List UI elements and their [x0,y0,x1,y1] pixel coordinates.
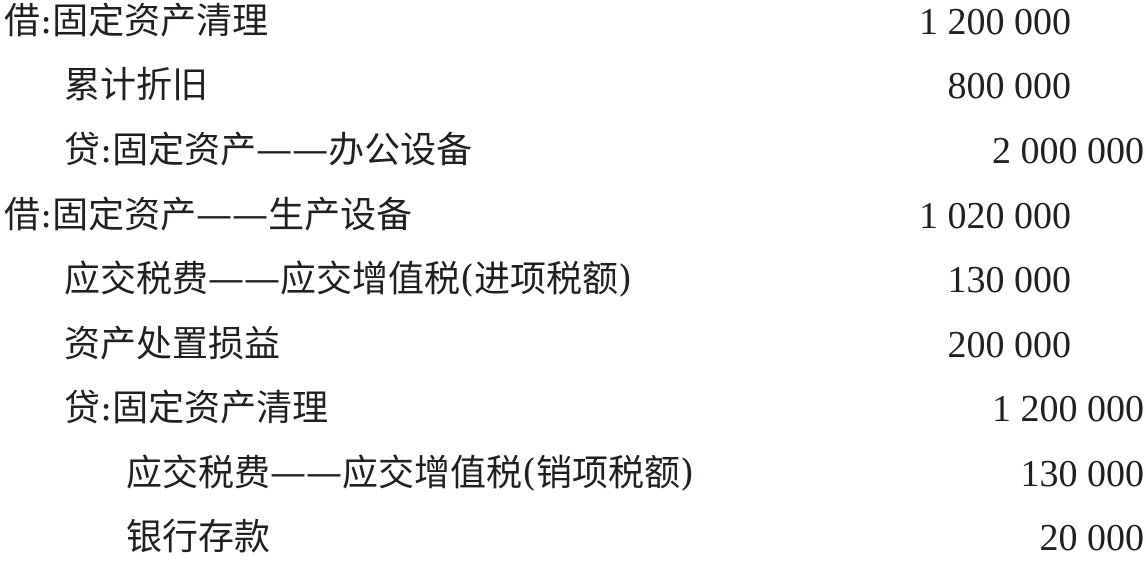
journal-line-credit-office-equipment: 贷:固定资产——办公设备 2 000 000 [0,119,1146,183]
journal-line-debit-input-vat: 应交税费——应交增值税(进项税额) 130 000 [0,248,1146,312]
credit-amount: 2 000 000 [992,130,1144,172]
journal-line-debit-production-equipment: 借:固定资产——生产设备 1 020 000 [0,184,1146,248]
account-name: 贷:固定资产——办公设备 [64,130,473,171]
account-name: 累计折旧 [64,65,209,106]
account-name: 银行存款 [126,517,271,558]
journal-line-debit-depreciation: 累计折旧 800 000 [0,54,1146,118]
account-name: 应交税费——应交增值税(进项税额) [64,259,633,300]
journal-line-credit-disposal: 贷:固定资产清理 1 200 000 [0,377,1146,441]
journal-line-credit-bank-deposit: 银行存款 20 000 [0,506,1146,570]
debit-amount: 1 200 000 [919,1,1071,43]
debit-amount: 800 000 [947,65,1072,107]
debit-amount: 1 020 000 [919,195,1071,237]
debit-amount: 200 000 [947,324,1072,366]
account-name: 资产处置损益 [64,324,281,365]
debit-amount: 130 000 [947,259,1072,301]
account-name: 贷:固定资产清理 [64,388,329,429]
credit-amount: 1 200 000 [992,388,1144,430]
account-name: 借:固定资产——生产设备 [4,195,413,236]
journal-line-debit-disposal-loss: 资产处置损益 200 000 [0,313,1146,377]
journal-line-credit-output-vat: 应交税费——应交增值税(销项税额) 130 000 [0,442,1146,506]
account-name: 应交税费——应交增值税(销项税额) [126,453,695,494]
account-name: 借:固定资产清理 [4,1,269,42]
credit-amount: 20 000 [1039,517,1145,559]
credit-amount: 130 000 [1020,453,1145,495]
journal-line-debit-disposal: 借:固定资产清理 1 200 000 [0,0,1146,54]
